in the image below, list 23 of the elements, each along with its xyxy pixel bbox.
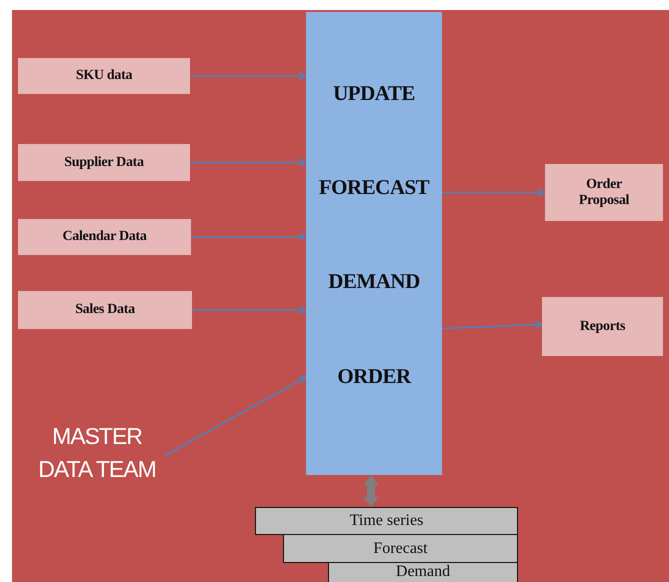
step-label: DEMAND (327, 269, 421, 294)
team-label: MASTER DATA TEAM (36, 418, 158, 488)
data-box: SKU data (18, 58, 190, 94)
data-box: Supplier Data (18, 144, 190, 181)
step-label: UPDATE (332, 81, 416, 106)
layer-box: Demand (328, 562, 518, 582)
arrow (164, 376, 307, 457)
arrow (442, 320, 543, 330)
data-box: Sales Data (18, 291, 192, 329)
step-label: FORECAST (318, 175, 430, 200)
double-arrow (363, 475, 379, 507)
arrow (190, 72, 307, 80)
layer-box: Time series (255, 507, 518, 535)
step-label: ORDER (336, 364, 412, 389)
layer-box: Forecast (283, 534, 518, 563)
data-box: Order Proposal (545, 164, 663, 221)
data-box: Reports (542, 297, 663, 356)
data-box: Calendar Data (18, 219, 191, 255)
arrow (190, 158, 307, 167)
arrow (192, 306, 307, 314)
arrow (442, 188, 546, 197)
arrow (191, 232, 307, 242)
process-column (306, 12, 442, 475)
